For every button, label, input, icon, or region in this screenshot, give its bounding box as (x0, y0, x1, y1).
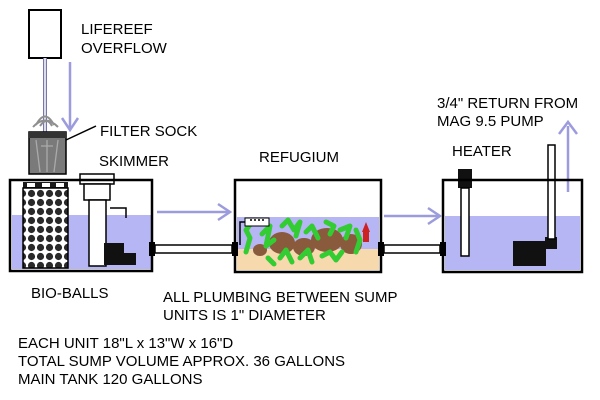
live-rock (253, 228, 362, 256)
connecting-pipe (154, 244, 233, 254)
sump-tank-1 (8, 178, 154, 273)
plumbing-note: UNITS IS 1" DIAMETER (163, 307, 326, 324)
drain-flow-arrow-icon (60, 62, 80, 133)
plumbing (149, 242, 446, 256)
refugium-tank (233, 178, 383, 274)
skimmer-label: SKIMMER (99, 153, 169, 170)
sump-chamber-biofilter (8, 173, 154, 273)
filter-sock-label: FILTER SOCK (100, 123, 197, 140)
bulkhead (232, 242, 238, 256)
plumbing-note: ALL PLUMBING BETWEEN SUMP (163, 289, 398, 306)
filter-sock (28, 115, 97, 175)
spec-line: MAIN TANK 120 GALLONS (18, 371, 203, 388)
return-flow-arrow-icon (558, 119, 578, 192)
return-label: 3/4" RETURN FROM (437, 95, 578, 112)
overflow-label: LIFEREEF (81, 21, 153, 38)
overflow-box (28, 9, 62, 59)
heater (458, 169, 472, 257)
return-label: MAG 9.5 PUMP (437, 113, 544, 130)
bio-balls-label: BIO-BALLS (31, 285, 109, 302)
bulkhead (378, 242, 384, 256)
bulkhead (149, 242, 155, 256)
return-chamber (441, 119, 584, 274)
return-pump (513, 144, 557, 266)
flow-arrow-icon (157, 202, 233, 222)
return-tank (441, 178, 584, 274)
refugium-chamber (233, 178, 383, 274)
overflow-assembly (28, 9, 80, 133)
refugium-label: REFUGIUM (259, 149, 339, 166)
bio-ball-media (22, 187, 69, 269)
overflow-label: OVERFLOW (81, 40, 168, 57)
spec-line: EACH UNIT 18"L x 13"W x 16"D (18, 335, 233, 352)
flow-arrow-icon (384, 206, 443, 226)
heater-label: HEATER (452, 143, 512, 160)
connecting-pipe (383, 244, 441, 254)
spec-line: TOTAL SUMP VOLUME APPROX. 36 GALLONS (18, 353, 345, 370)
bulkhead (440, 242, 446, 256)
refugium-inlet-fitting (239, 217, 270, 245)
coral-icon (362, 222, 370, 232)
